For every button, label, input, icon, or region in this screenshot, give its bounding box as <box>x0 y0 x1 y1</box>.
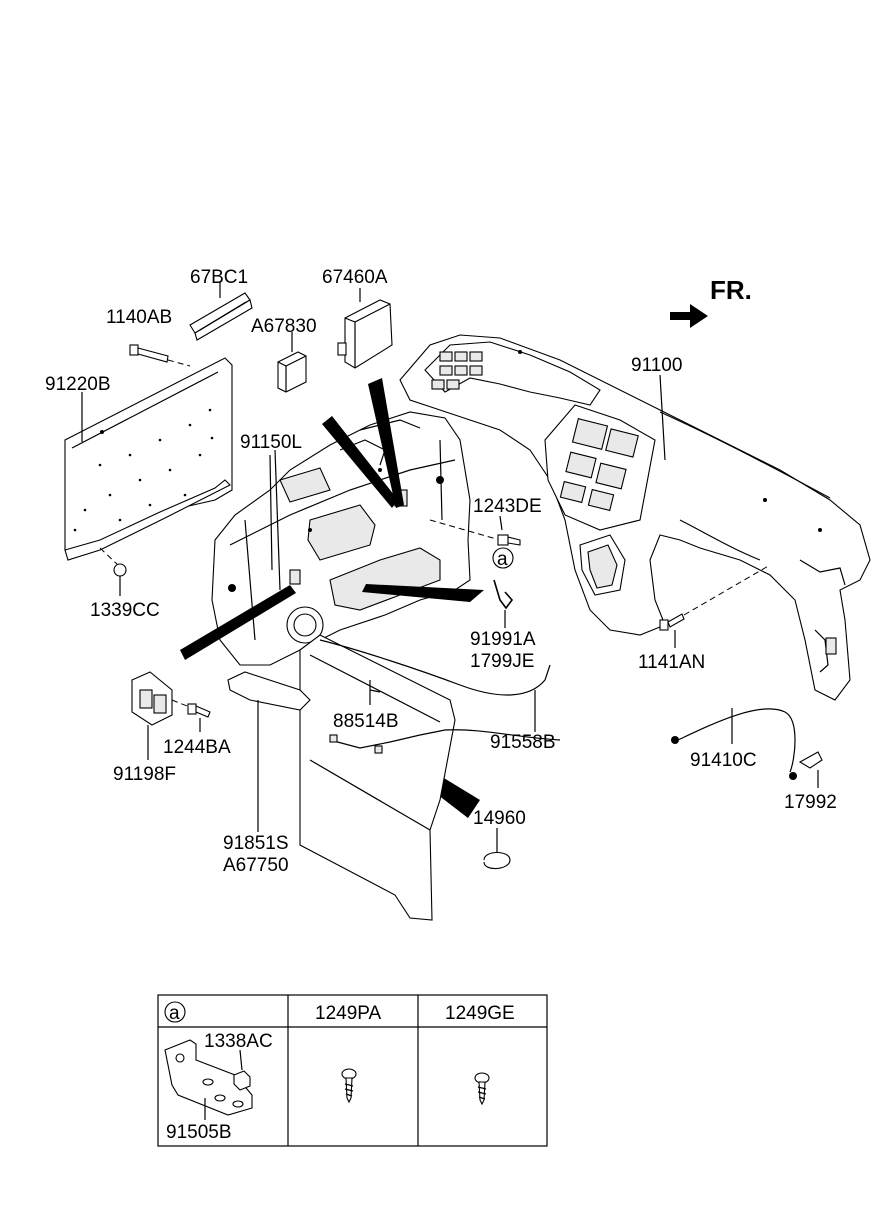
screw-1249pa <box>341 1068 357 1104</box>
clip-91991a <box>493 579 514 628</box>
circle-a-text: a <box>497 549 508 570</box>
nut-1339cc <box>99 547 127 596</box>
crash-pad-assembly <box>399 334 871 701</box>
module-67460a <box>337 299 393 369</box>
wire-91410c <box>671 708 823 788</box>
label-67460a: 67460A <box>322 267 388 288</box>
label-1339cc: 1339CC <box>90 600 160 621</box>
screw-1243de <box>429 519 521 546</box>
bolt-1140ab <box>129 344 191 367</box>
label-1140ab: 1140AB <box>106 307 172 328</box>
table-cell-1338ac: 1338AC <box>204 1031 273 1052</box>
label-14960: 14960 <box>473 808 526 829</box>
label-91150l: 91150L <box>240 432 302 453</box>
table-header-1249ge: 1249GE <box>445 1003 515 1024</box>
table-a-circle <box>164 1001 186 1023</box>
screw-1244ba <box>187 703 211 732</box>
label-67bc1: 67BC1 <box>190 267 248 288</box>
table-header-1249pa: 1249PA <box>315 1003 382 1024</box>
clamp-14960 <box>483 828 511 870</box>
label-1243de: 1243DE <box>473 496 542 517</box>
bracket-91505b <box>164 1039 253 1120</box>
screw-1249ge <box>474 1072 490 1106</box>
label-91558b: 91558B <box>490 732 556 753</box>
label-88514b: 88514B <box>333 711 399 732</box>
lower-panel-91851s <box>227 634 561 921</box>
label-91410c: 91410C <box>690 750 757 771</box>
panel-91220b <box>64 357 233 561</box>
label-a67750: A67750 <box>223 855 289 876</box>
table-header-a: a <box>169 1003 180 1024</box>
label-1799je: 1799JE <box>470 651 534 672</box>
label-91198f: 91198F <box>113 764 176 785</box>
leader-lines <box>81 282 666 832</box>
detail-table: a 1249PA 1249GE 1338AC 91505B <box>157 994 548 1147</box>
front-direction-arrow: FR. <box>670 275 752 328</box>
label-1141an: 1141AN <box>638 652 705 673</box>
circle-a-marker: a <box>492 547 514 570</box>
label-91100: 91100 <box>631 355 682 376</box>
label-91991a: 91991A <box>470 629 536 650</box>
table-cell-91505b: 91505B <box>166 1122 232 1143</box>
bracket-67bc1 <box>189 292 253 341</box>
label-1244ba: 1244BA <box>163 737 231 758</box>
label-a67830: A67830 <box>251 316 317 337</box>
label-91220b: 91220B <box>45 374 111 395</box>
callout-labels: 67BC1 67460A 1140AB A67830 91100 91220B … <box>45 267 837 876</box>
part-a67830 <box>277 351 307 393</box>
label-17992: 17992 <box>784 792 837 813</box>
bracket-91198f <box>131 671 193 760</box>
label-91851s: 91851S <box>223 833 289 854</box>
fr-label: FR. <box>710 275 752 305</box>
bolt-1141an <box>659 564 771 648</box>
